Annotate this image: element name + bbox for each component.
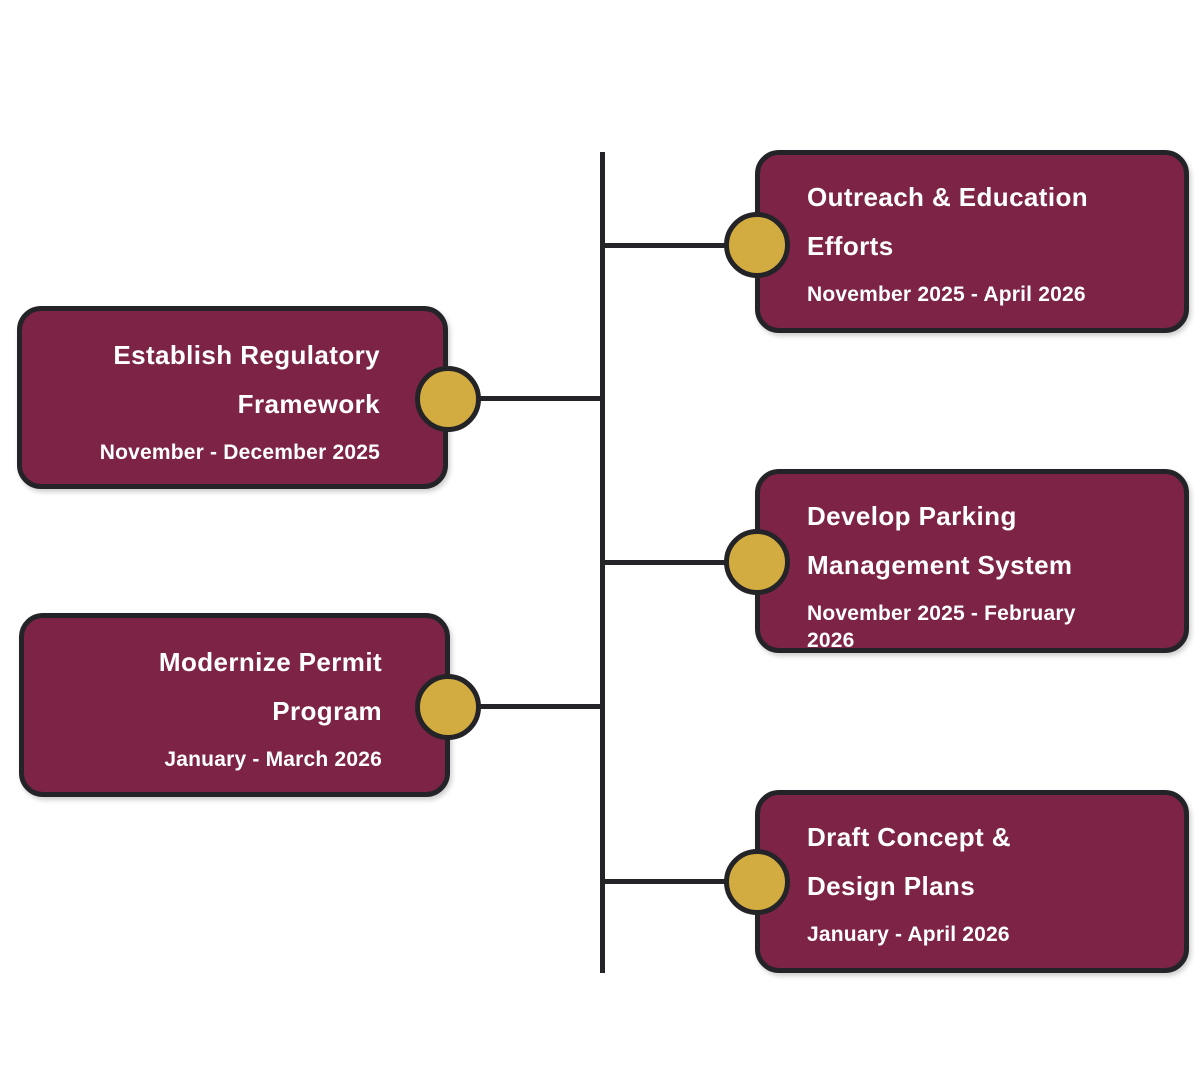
- milestone-title-line: Management System: [807, 550, 1073, 580]
- milestone-title-line: Draft Concept &: [807, 822, 1011, 852]
- connector-line: [448, 396, 605, 401]
- milestone-date-line: January - April 2026: [807, 923, 1010, 946]
- milestone-date: November 2025 - April 2026: [807, 281, 1146, 308]
- milestone-title-line: Establish Regulatory: [113, 340, 380, 370]
- milestone-date-line: November 2025 - February: [807, 602, 1076, 625]
- timeline-spine-line: [600, 152, 605, 973]
- timeline-node-circle: [724, 529, 790, 595]
- milestone-title-line: Program: [272, 696, 382, 726]
- connector-line: [603, 879, 757, 884]
- milestone-title-line: Develop Parking: [807, 501, 1017, 531]
- milestone-title-line: Framework: [237, 389, 380, 419]
- timeline-node-circle: [724, 212, 790, 278]
- milestone-date-line: November 2025 - April 2026: [807, 283, 1086, 306]
- milestone-date-line: January - March 2026: [164, 748, 382, 771]
- milestone-date: January - April 2026: [807, 921, 1146, 948]
- milestone-date-line: 2026: [807, 629, 855, 652]
- milestone-title-line: Outreach & Education: [807, 182, 1089, 212]
- connector-line: [603, 560, 757, 565]
- timeline-node-circle: [415, 366, 481, 432]
- milestone-card-regulatory-framework: Establish Regulatory Framework November …: [17, 306, 448, 489]
- milestone-date: November 2025 - February 2026: [807, 600, 1146, 654]
- milestone-date: January - March 2026: [50, 746, 382, 773]
- timeline-node-circle: [724, 849, 790, 915]
- milestone-title-line: Efforts: [807, 231, 894, 261]
- milestone-card-parking-management-system: Develop Parking Management System Novemb…: [755, 469, 1189, 653]
- milestone-title-line: Modernize Permit: [158, 647, 382, 677]
- timeline-node-circle: [415, 674, 481, 740]
- milestone-title-line: Design Plans: [807, 871, 976, 901]
- milestone-date: November - December 2025: [48, 439, 380, 466]
- milestone-card-concept-design-plans: Draft Concept & Design Plans January - A…: [755, 790, 1189, 973]
- connector-line: [448, 704, 605, 709]
- milestone-card-modernize-permit-program: Modernize Permit Program January - March…: [19, 613, 450, 797]
- connector-line: [603, 243, 757, 248]
- milestone-card-outreach-education: Outreach & Education Efforts November 20…: [755, 150, 1189, 333]
- milestone-date-line: November - December 2025: [99, 441, 380, 464]
